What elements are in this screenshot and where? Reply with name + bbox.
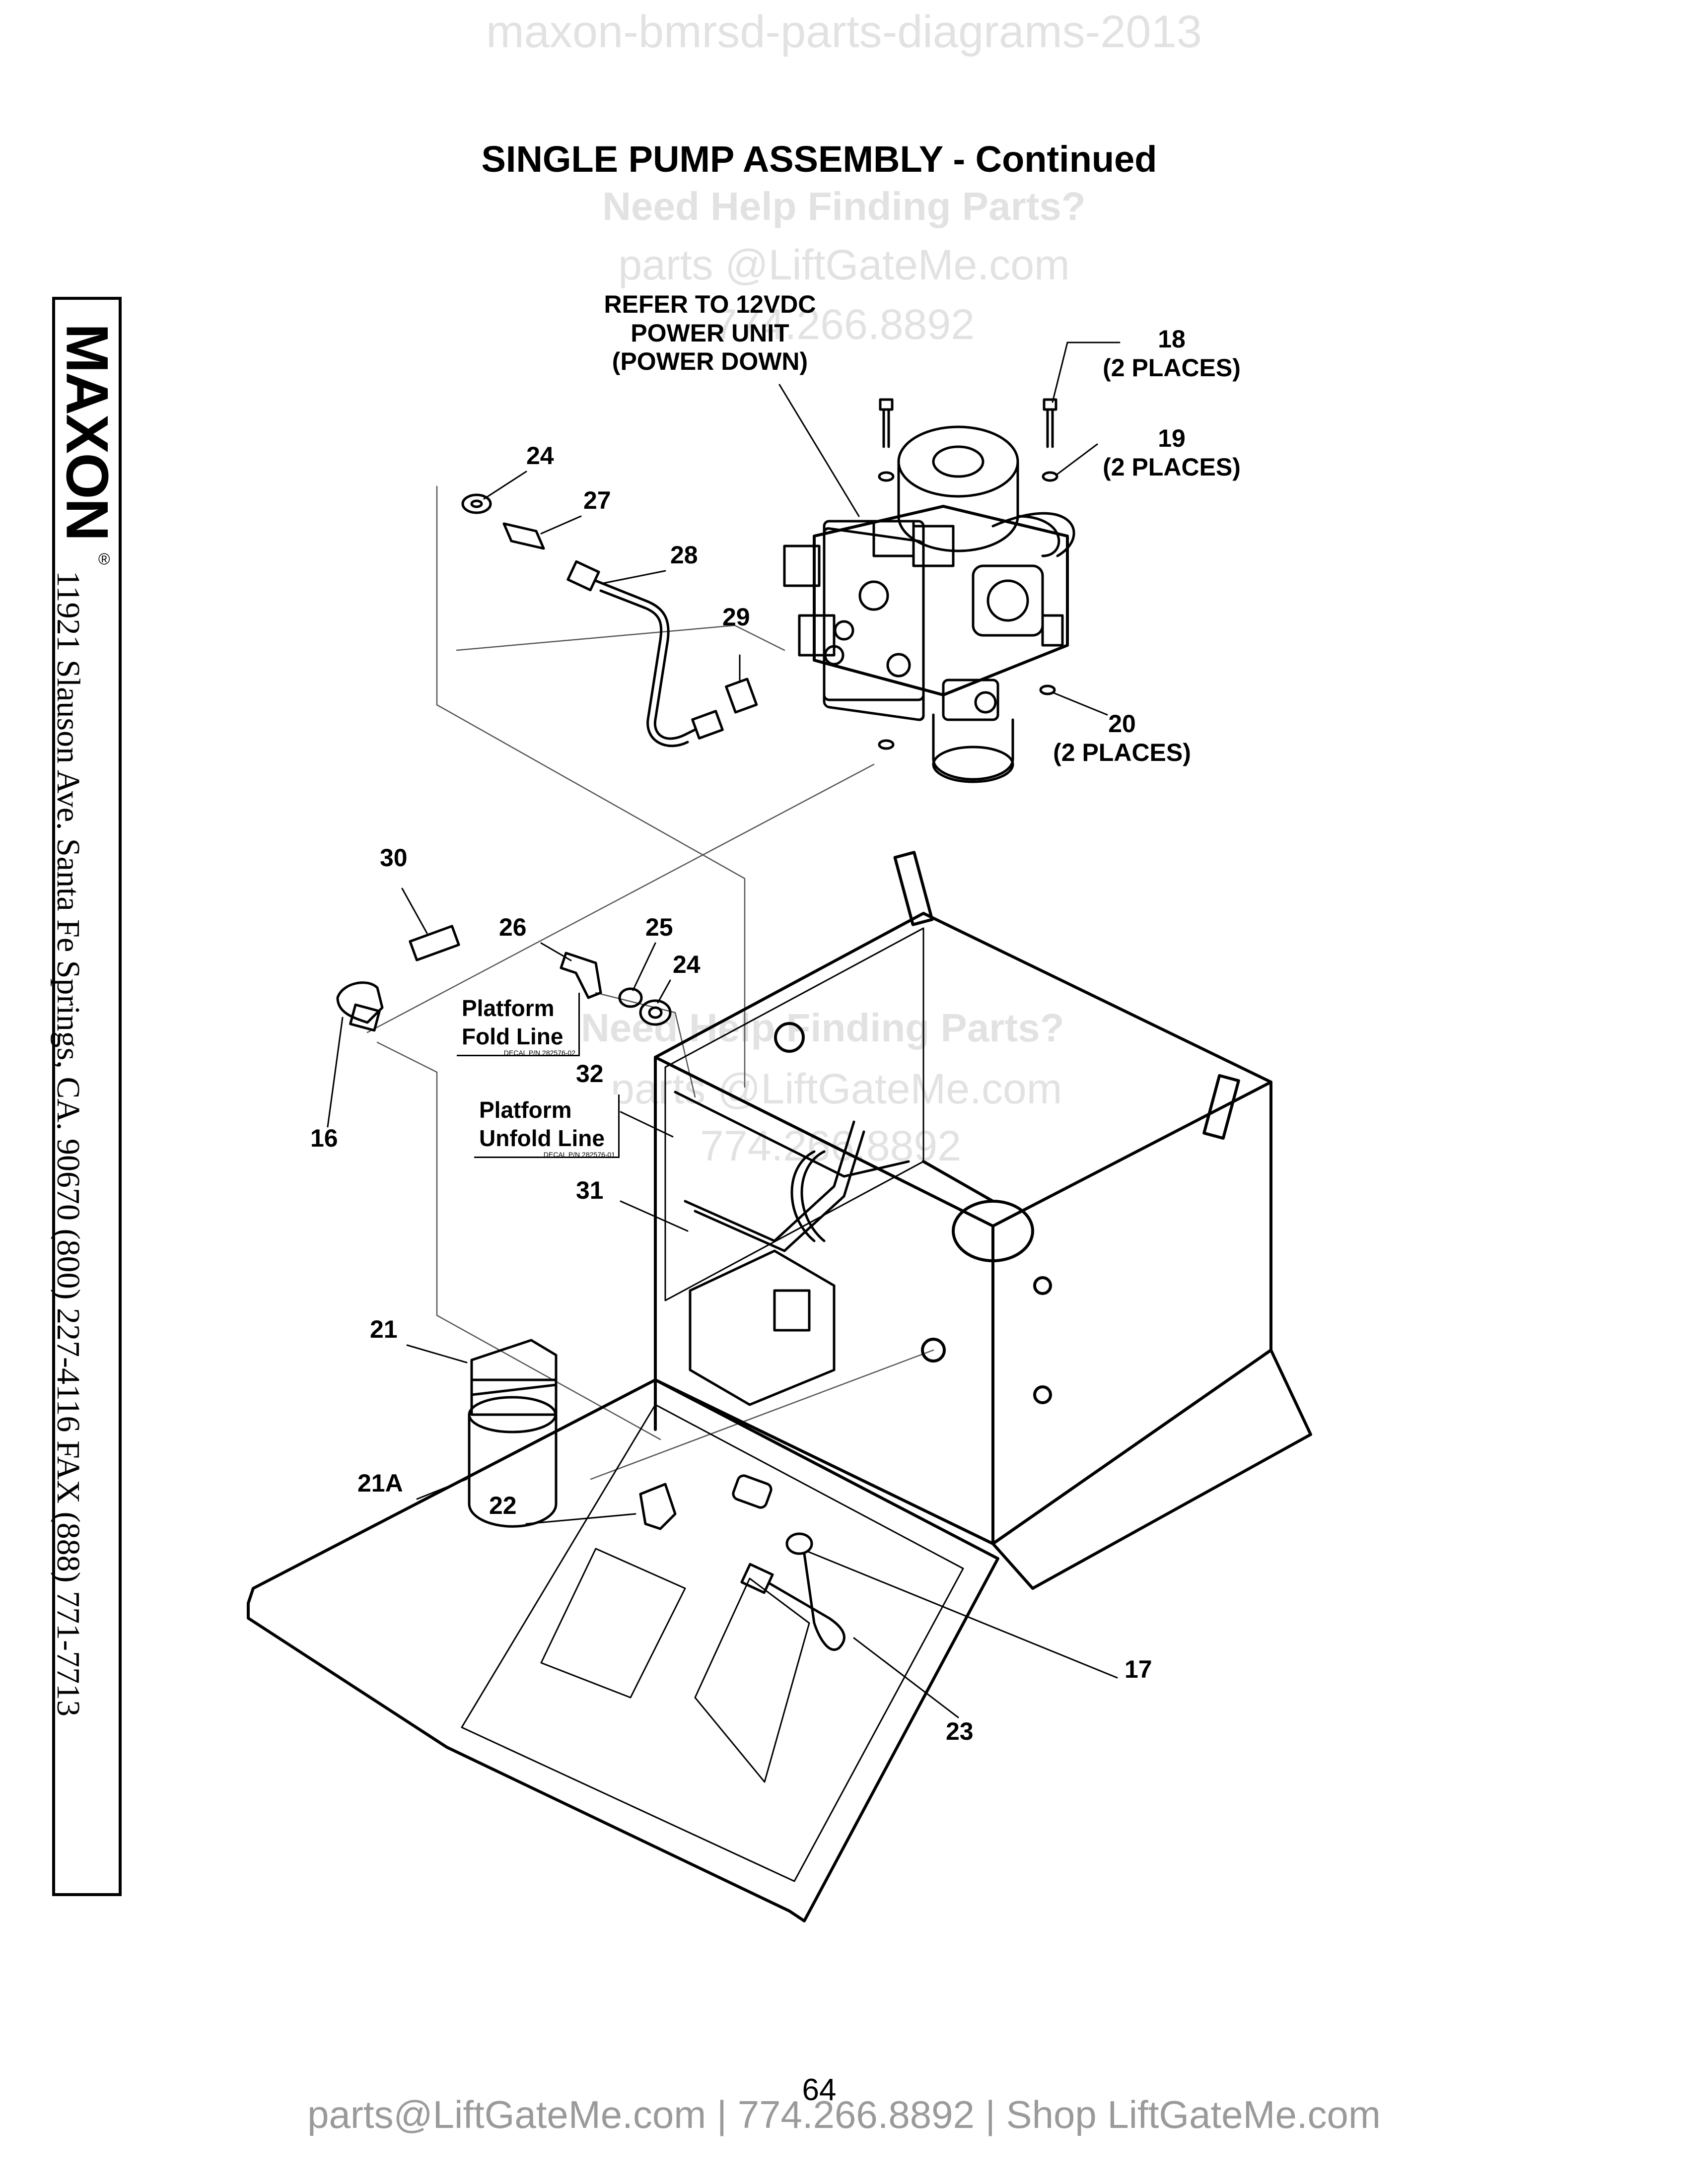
callout-20-note: (2 PLACES)	[1053, 738, 1191, 766]
power-unit-assembly	[783, 425, 1075, 783]
callout-26: 26	[499, 913, 527, 941]
callout-21: 21	[370, 1315, 398, 1343]
interior-plumbing	[674, 1091, 910, 1406]
callout-27: 27	[583, 486, 611, 514]
decal-fold-title-2: Fold Line	[462, 1023, 563, 1049]
watermark-title: maxon-bmrsd-parts-diagrams-2013	[486, 6, 1202, 57]
callout-18-number: 18	[1158, 325, 1186, 353]
callout-19: 19 (2 PLACES)	[1092, 424, 1251, 481]
decal-platform-fold-line: Platform Fold Line DECAL P/N 282576-02	[457, 993, 580, 1057]
callout-24: 24	[526, 442, 554, 470]
pressure-line-parts	[461, 493, 758, 748]
callout-23: 23	[946, 1717, 974, 1745]
refer-note-line-2: POWER UNIT	[631, 319, 789, 347]
page-title: SINGLE PUMP ASSEMBLY - Continued	[481, 138, 1157, 180]
callout-18: 18 (2 PLACES)	[1092, 325, 1251, 382]
callout-25: 25	[645, 913, 673, 941]
callout-29: 29	[722, 603, 750, 631]
callout-32: 32	[576, 1060, 604, 1088]
callout-28: 28	[670, 541, 698, 569]
decal-fold-title-1: Platform	[462, 995, 555, 1021]
watermark-email: parts @LiftGateMe.com	[618, 241, 1070, 289]
page-number: 64	[802, 2073, 837, 2107]
callout-31: 31	[576, 1176, 604, 1204]
refer-note-line-3: (POWER DOWN)	[612, 347, 808, 375]
callout-16: 16	[310, 1124, 338, 1152]
callout-24-lower: 24	[673, 951, 701, 978]
leader-lines	[327, 341, 1121, 1718]
registered-mark: ®	[98, 550, 110, 568]
callout-17: 17	[1125, 1655, 1152, 1683]
footer-contact: parts@LiftGateMe.com | 774.266.8892 | Sh…	[307, 2093, 1381, 2136]
callout-21a: 21A	[357, 1469, 403, 1497]
callout-19-number: 19	[1158, 424, 1186, 452]
decal-platform-unfold-line: Platform Unfold Line DECAL P/N 282576-01	[474, 1094, 620, 1159]
decal-fold-part-number: DECAL P/N 282576-02	[503, 1049, 575, 1057]
return-line-fittings	[336, 925, 672, 1032]
decal-unfold-title-1: Platform	[479, 1097, 572, 1123]
hose-fittings	[639, 1474, 845, 1651]
refer-note: REFER TO 12VDC POWER UNIT (POWER DOWN)	[596, 290, 824, 376]
decal-unfold-part-number: DECAL P/N 282576-01	[543, 1151, 615, 1159]
sidebar-frame	[52, 297, 122, 1896]
assembly-guide-lines	[366, 485, 934, 1480]
refer-note-line-1: REFER TO 12VDC	[604, 290, 816, 318]
callout-18-note: (2 PLACES)	[1103, 353, 1241, 382]
callout-22: 22	[489, 1492, 517, 1519]
callout-30: 30	[380, 844, 408, 872]
enclosure-lid	[247, 1378, 999, 1922]
callout-19-note: (2 PLACES)	[1103, 453, 1241, 481]
mounting-bolts	[878, 398, 1058, 750]
watermark-phone: 774.266.8892	[713, 301, 975, 348]
oil-filter	[468, 1339, 558, 1528]
callout-20: 20 (2 PLACES)	[1043, 710, 1201, 767]
callout-20-number: 20	[1108, 710, 1136, 738]
watermark-help: Need Help Finding Parts?	[602, 184, 1086, 228]
decal-unfold-title-2: Unfold Line	[479, 1125, 605, 1151]
